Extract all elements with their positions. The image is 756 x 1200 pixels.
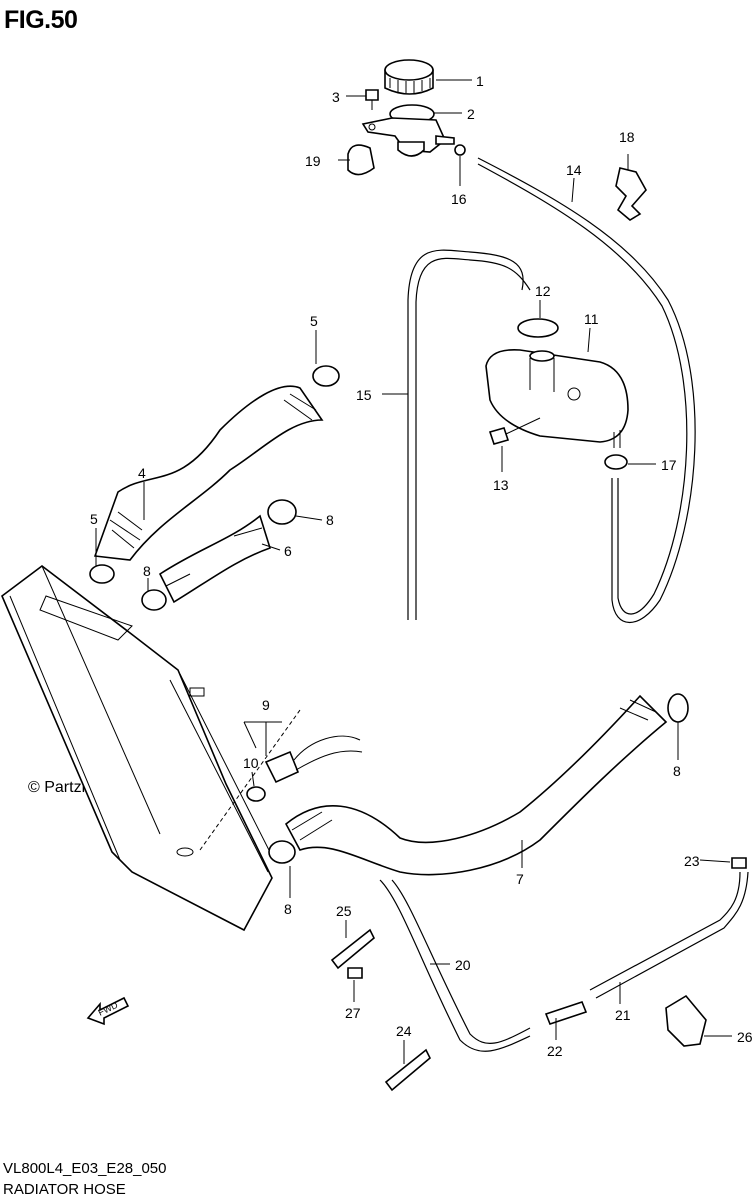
clamp-16 (454, 144, 466, 156)
clamp-17 (604, 454, 628, 470)
reserve-tank (485, 318, 629, 448)
bracket-25 (330, 928, 375, 970)
leader-lines (95, 79, 732, 1064)
fwd-arrow: FWD (86, 996, 130, 1026)
hose-15 (407, 249, 531, 620)
bolt-3 (365, 89, 379, 110)
callout-10: 10 (243, 755, 259, 771)
callout-4: 4 (138, 465, 146, 481)
clamp-8-b (141, 589, 167, 611)
callout-21: 21 (615, 1007, 631, 1023)
callout-15: 15 (356, 387, 372, 403)
callout-25: 25 (336, 903, 352, 919)
callout-3: 3 (332, 89, 340, 105)
callout-19: 19 (305, 153, 321, 169)
callout-7: 7 (516, 871, 524, 887)
gasket-10 (246, 786, 266, 802)
callout-8-d: 8 (284, 901, 292, 917)
callout-11: 11 (584, 311, 599, 327)
filler-neck (361, 104, 455, 157)
callout-24: 24 (396, 1023, 412, 1039)
upper-hose-4 (93, 385, 324, 561)
diagram-code: VL800L4_E03_E28_050 (3, 1160, 167, 1177)
clamp-5-upper (312, 365, 340, 387)
callout-18: 18 (619, 129, 635, 145)
thermo-switch (264, 735, 363, 784)
callout-8-b: 8 (143, 563, 151, 579)
clip-18 (615, 167, 647, 221)
callout-5-upper: 5 (310, 313, 318, 329)
diagram-caption: RADIATOR HOSE (3, 1181, 126, 1198)
callout-labels: 1 2 3 4 5 5 6 7 8 8 8 8 9 10 11 12 13 14… (90, 73, 753, 1059)
clamp-8-d (268, 840, 296, 864)
callout-17: 17 (661, 457, 677, 473)
callout-22: 22 (547, 1043, 563, 1059)
pipe-21 (589, 871, 749, 999)
clamp-8-c (667, 693, 689, 723)
callout-8-a: 8 (326, 512, 334, 528)
callout-13: 13 (493, 477, 509, 493)
clamp-8-a (267, 499, 297, 525)
lower-hose-7 (284, 694, 668, 876)
callout-2: 2 (467, 106, 475, 122)
joint-22 (544, 1001, 588, 1025)
callout-9: 9 (262, 697, 270, 713)
overflow-hose-14 (477, 157, 696, 624)
radiator (1, 564, 301, 932)
clamp-23 (731, 857, 747, 869)
callout-27: 27 (345, 1005, 361, 1021)
hose-6 (158, 514, 271, 604)
bolt-13 (488, 417, 541, 445)
radiator-cap (384, 59, 434, 95)
figure-title: FIG.50 (4, 6, 78, 34)
callout-26: 26 (737, 1029, 753, 1045)
hose-20 (379, 879, 531, 1052)
callout-1: 1 (476, 73, 484, 89)
callout-16: 16 (451, 191, 467, 207)
bolt-27 (347, 967, 363, 979)
callout-6: 6 (284, 543, 292, 559)
clip-26 (665, 994, 707, 1047)
callout-8-c: 8 (673, 763, 681, 779)
callout-20: 20 (455, 957, 471, 973)
clamp-5-lower (89, 564, 115, 584)
callout-5-lower: 5 (90, 511, 98, 527)
callout-14: 14 (566, 162, 582, 178)
clamp-19 (347, 144, 375, 176)
bracket-24 (384, 1048, 431, 1092)
callout-23: 23 (684, 853, 700, 869)
callout-12: 12 (535, 283, 551, 299)
